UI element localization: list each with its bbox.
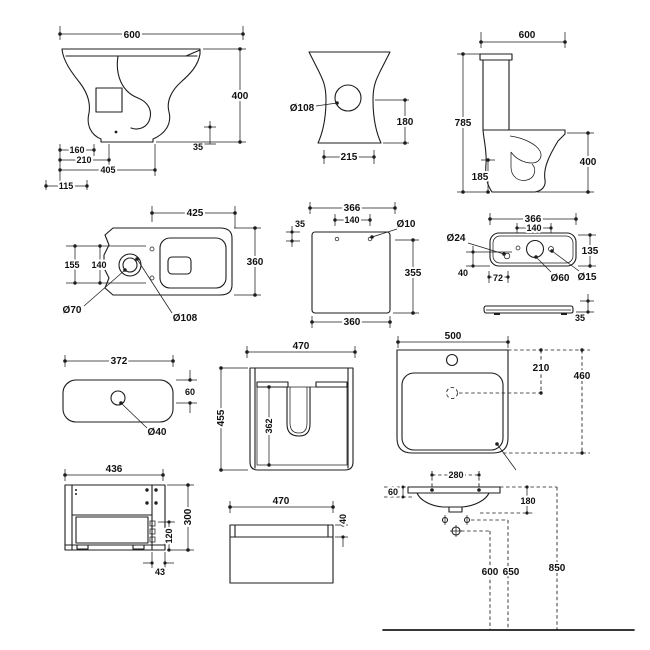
- dim-pan-width: 600: [124, 30, 141, 41]
- dim-basin-waste-offset: 210: [533, 363, 550, 374]
- dim-vanity-drawer: 120: [164, 528, 174, 543]
- label-cplan-hole-mid: Ø60: [551, 273, 570, 284]
- pan-plan-view: 425 360 155 140 Ø70 Ø108: [61, 206, 266, 326]
- label-cplan-hole-left: Ø24: [447, 233, 466, 244]
- dim-vanity-height: 300: [183, 508, 194, 525]
- dim-lidplan-height: 60: [185, 387, 195, 397]
- dim-install-apron: 180: [520, 496, 535, 506]
- dim-rear-height: 180: [397, 117, 414, 128]
- cistern-front-view: 366 140 35 Ø10 355 360: [286, 201, 424, 330]
- dim-install-holes-span: 280: [448, 470, 463, 480]
- dim-vfront-width: 470: [293, 341, 310, 352]
- dim-drawer-width: 470: [273, 496, 290, 507]
- dim-pan-row-210: 210: [76, 155, 91, 165]
- dim-lidplan-width: 372: [111, 356, 128, 367]
- dim-cplan-width: 366: [525, 214, 542, 225]
- cistern-plan-view: 366 140 Ø24 135 40 72 Ø60 Ø15 35: [445, 212, 601, 325]
- dim-plan-length: 425: [187, 208, 204, 219]
- drawer-plan-view: 470 40: [228, 494, 350, 584]
- dim-wc-pan-height: 400: [580, 157, 597, 168]
- basin-plan-view: 500 210 460: [396, 329, 593, 471]
- dim-install-h-rim: 850: [549, 563, 566, 574]
- basin-install-view: 280 60 180 600 650 850: [382, 468, 635, 631]
- label-hole-108: Ø108: [173, 313, 198, 324]
- dim-install-h-bolts: 650: [503, 567, 520, 578]
- dim-wc-total-height: 785: [455, 118, 472, 129]
- dim-vanity-back-gap: 43: [155, 567, 165, 577]
- dim-vfront-height: 455: [216, 409, 227, 426]
- label-cplan-hole-right: Ø15: [578, 272, 597, 283]
- dim-install-h-waste: 600: [482, 567, 499, 578]
- dim-plan-140: 140: [91, 260, 106, 270]
- dim-cistern-top-offset: 35: [295, 219, 305, 229]
- dim-cplan-depth: 135: [582, 246, 599, 257]
- pan-side-view: 600 35 400 160 210 405 115: [44, 26, 251, 193]
- label-hole-70: Ø70: [63, 305, 82, 316]
- dim-pan-row-405: 405: [100, 165, 115, 175]
- lid-plan-view: 372 Ø40 60: [62, 354, 197, 440]
- dim-cistern-holes-span: 140: [344, 215, 359, 225]
- wc-side-view: 600 185 785 400: [453, 28, 599, 194]
- dim-cplan-holes-span: 140: [526, 223, 541, 233]
- label-lidplan-hole: Ø40: [148, 427, 167, 438]
- dim-cplan-bottom-span: 72: [493, 273, 503, 283]
- dim-pan-row-160: 160: [69, 145, 84, 155]
- dim-plan-155: 155: [64, 260, 79, 270]
- dim-wc-trap: 185: [472, 172, 489, 183]
- dim-wc-width: 600: [519, 30, 536, 41]
- pan-rear-view: Ø108 180 215: [288, 51, 416, 165]
- dim-pan-base: 35: [193, 142, 203, 152]
- dim-pan-row-115: 115: [59, 181, 74, 191]
- dim-basin-depth: 460: [574, 371, 591, 382]
- dim-basin-width: 500: [445, 331, 462, 342]
- dim-cplan-left-offset: 40: [458, 268, 468, 278]
- dim-plan-width: 360: [247, 257, 264, 268]
- dim-install-rim-drop: 60: [388, 487, 398, 497]
- dim-lid-height: 35: [575, 313, 585, 323]
- dim-pan-height: 400: [232, 91, 249, 102]
- dim-cistern-width: 366: [344, 203, 361, 214]
- vanity-side-view: 436 300 120 43: [63, 462, 196, 579]
- dim-vfront-cutout: 362: [264, 418, 274, 433]
- dim-rear-hole: Ø108: [290, 103, 315, 114]
- dim-drawer-rail: 40: [338, 514, 348, 524]
- dim-cistern-bottom-width: 360: [344, 317, 361, 328]
- vanity-front-view: 470 455 362: [214, 339, 357, 472]
- label-cistern-hole: Ø10: [397, 219, 416, 230]
- dim-rear-width: 215: [341, 152, 358, 163]
- dim-cistern-height: 355: [405, 268, 422, 279]
- dim-vanity-depth: 436: [106, 464, 123, 475]
